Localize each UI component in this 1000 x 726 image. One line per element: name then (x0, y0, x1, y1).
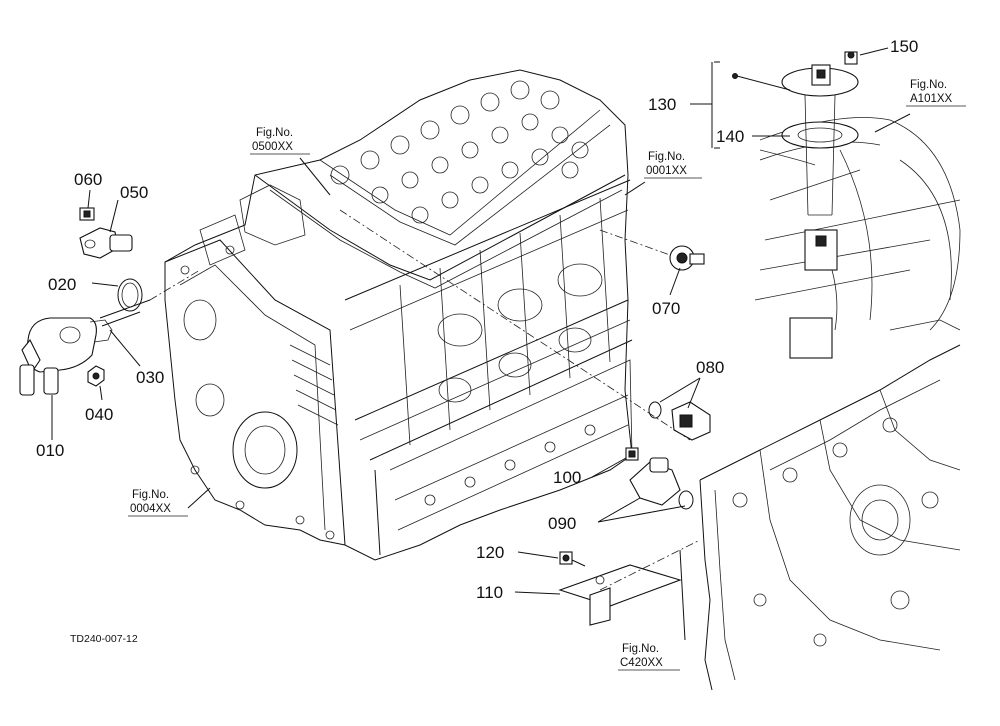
svg-text:Fig.No.: Fig.No. (622, 643, 659, 655)
part-090-sensor (629, 457, 694, 510)
callout-labels: 010 020 030 040 050 060 070 080 090 100 … (36, 37, 918, 602)
svg-text:Fig.No.: Fig.No. (132, 489, 169, 501)
svg-text:C420XX: C420XX (620, 657, 663, 669)
part-150-screw (844, 51, 858, 65)
callout-130: 130 (648, 95, 676, 114)
fig-ref-0004xx: Fig.No. 0004XX (128, 489, 188, 517)
svg-text:Fig.No.: Fig.No. (256, 127, 293, 139)
part-010-sensor (19, 317, 113, 396)
svg-text:0500XX: 0500XX (252, 141, 293, 153)
svg-text:Fig.No.: Fig.No. (910, 79, 947, 91)
svg-text:0004XX: 0004XX (130, 503, 171, 515)
part-020-o-ring (117, 278, 143, 312)
figure-refs: Fig.No. 0500XX Fig.No. 0001XX Fig.No. 00… (128, 79, 966, 671)
callout-060: 060 (74, 170, 102, 189)
part-040-nut (87, 365, 105, 387)
callout-090: 090 (548, 514, 576, 533)
callout-070: 070 (652, 299, 680, 318)
svg-text:Fig.No.: Fig.No. (648, 151, 685, 163)
callout-140: 140 (716, 127, 744, 146)
part-110-bracket (558, 564, 682, 626)
svg-text:0001XX: 0001XX (646, 165, 687, 177)
callout-050: 050 (120, 183, 148, 202)
callout-080: 080 (696, 358, 724, 377)
part-120-bolt (559, 551, 586, 567)
part-070-switch (669, 245, 705, 271)
fuel-tank-outline (754, 117, 961, 331)
fuel-sender-unit (759, 64, 873, 359)
callout-020: 020 (48, 275, 76, 294)
part-050-sensor (79, 227, 133, 259)
svg-text:A101XX: A101XX (910, 93, 953, 105)
part-060-bolt (79, 207, 95, 221)
callout-040: 040 (85, 405, 113, 424)
callout-120: 120 (476, 543, 504, 562)
fig-ref-a101xx: Fig.No. A101XX (906, 79, 966, 107)
callout-030: 030 (136, 368, 164, 387)
part-080-sensor (648, 401, 711, 441)
callout-110: 110 (476, 583, 503, 602)
leader-lines (51, 47, 911, 641)
fig-ref-0500xx: Fig.No. 0500XX (250, 127, 310, 155)
fig-ref-c420xx: Fig.No. C420XX (618, 643, 680, 671)
drawing-code: TD240-007-12 (70, 633, 138, 645)
fig-ref-0001xx: Fig.No. 0001XX (644, 151, 702, 179)
callout-150: 150 (890, 37, 918, 56)
transmission-frame (699, 319, 961, 691)
callout-010: 010 (36, 441, 64, 460)
engine-block (164, 69, 633, 561)
part-100-bolt (625, 447, 639, 461)
callout-100: 100 (553, 468, 581, 487)
part-030-stud (99, 299, 151, 327)
